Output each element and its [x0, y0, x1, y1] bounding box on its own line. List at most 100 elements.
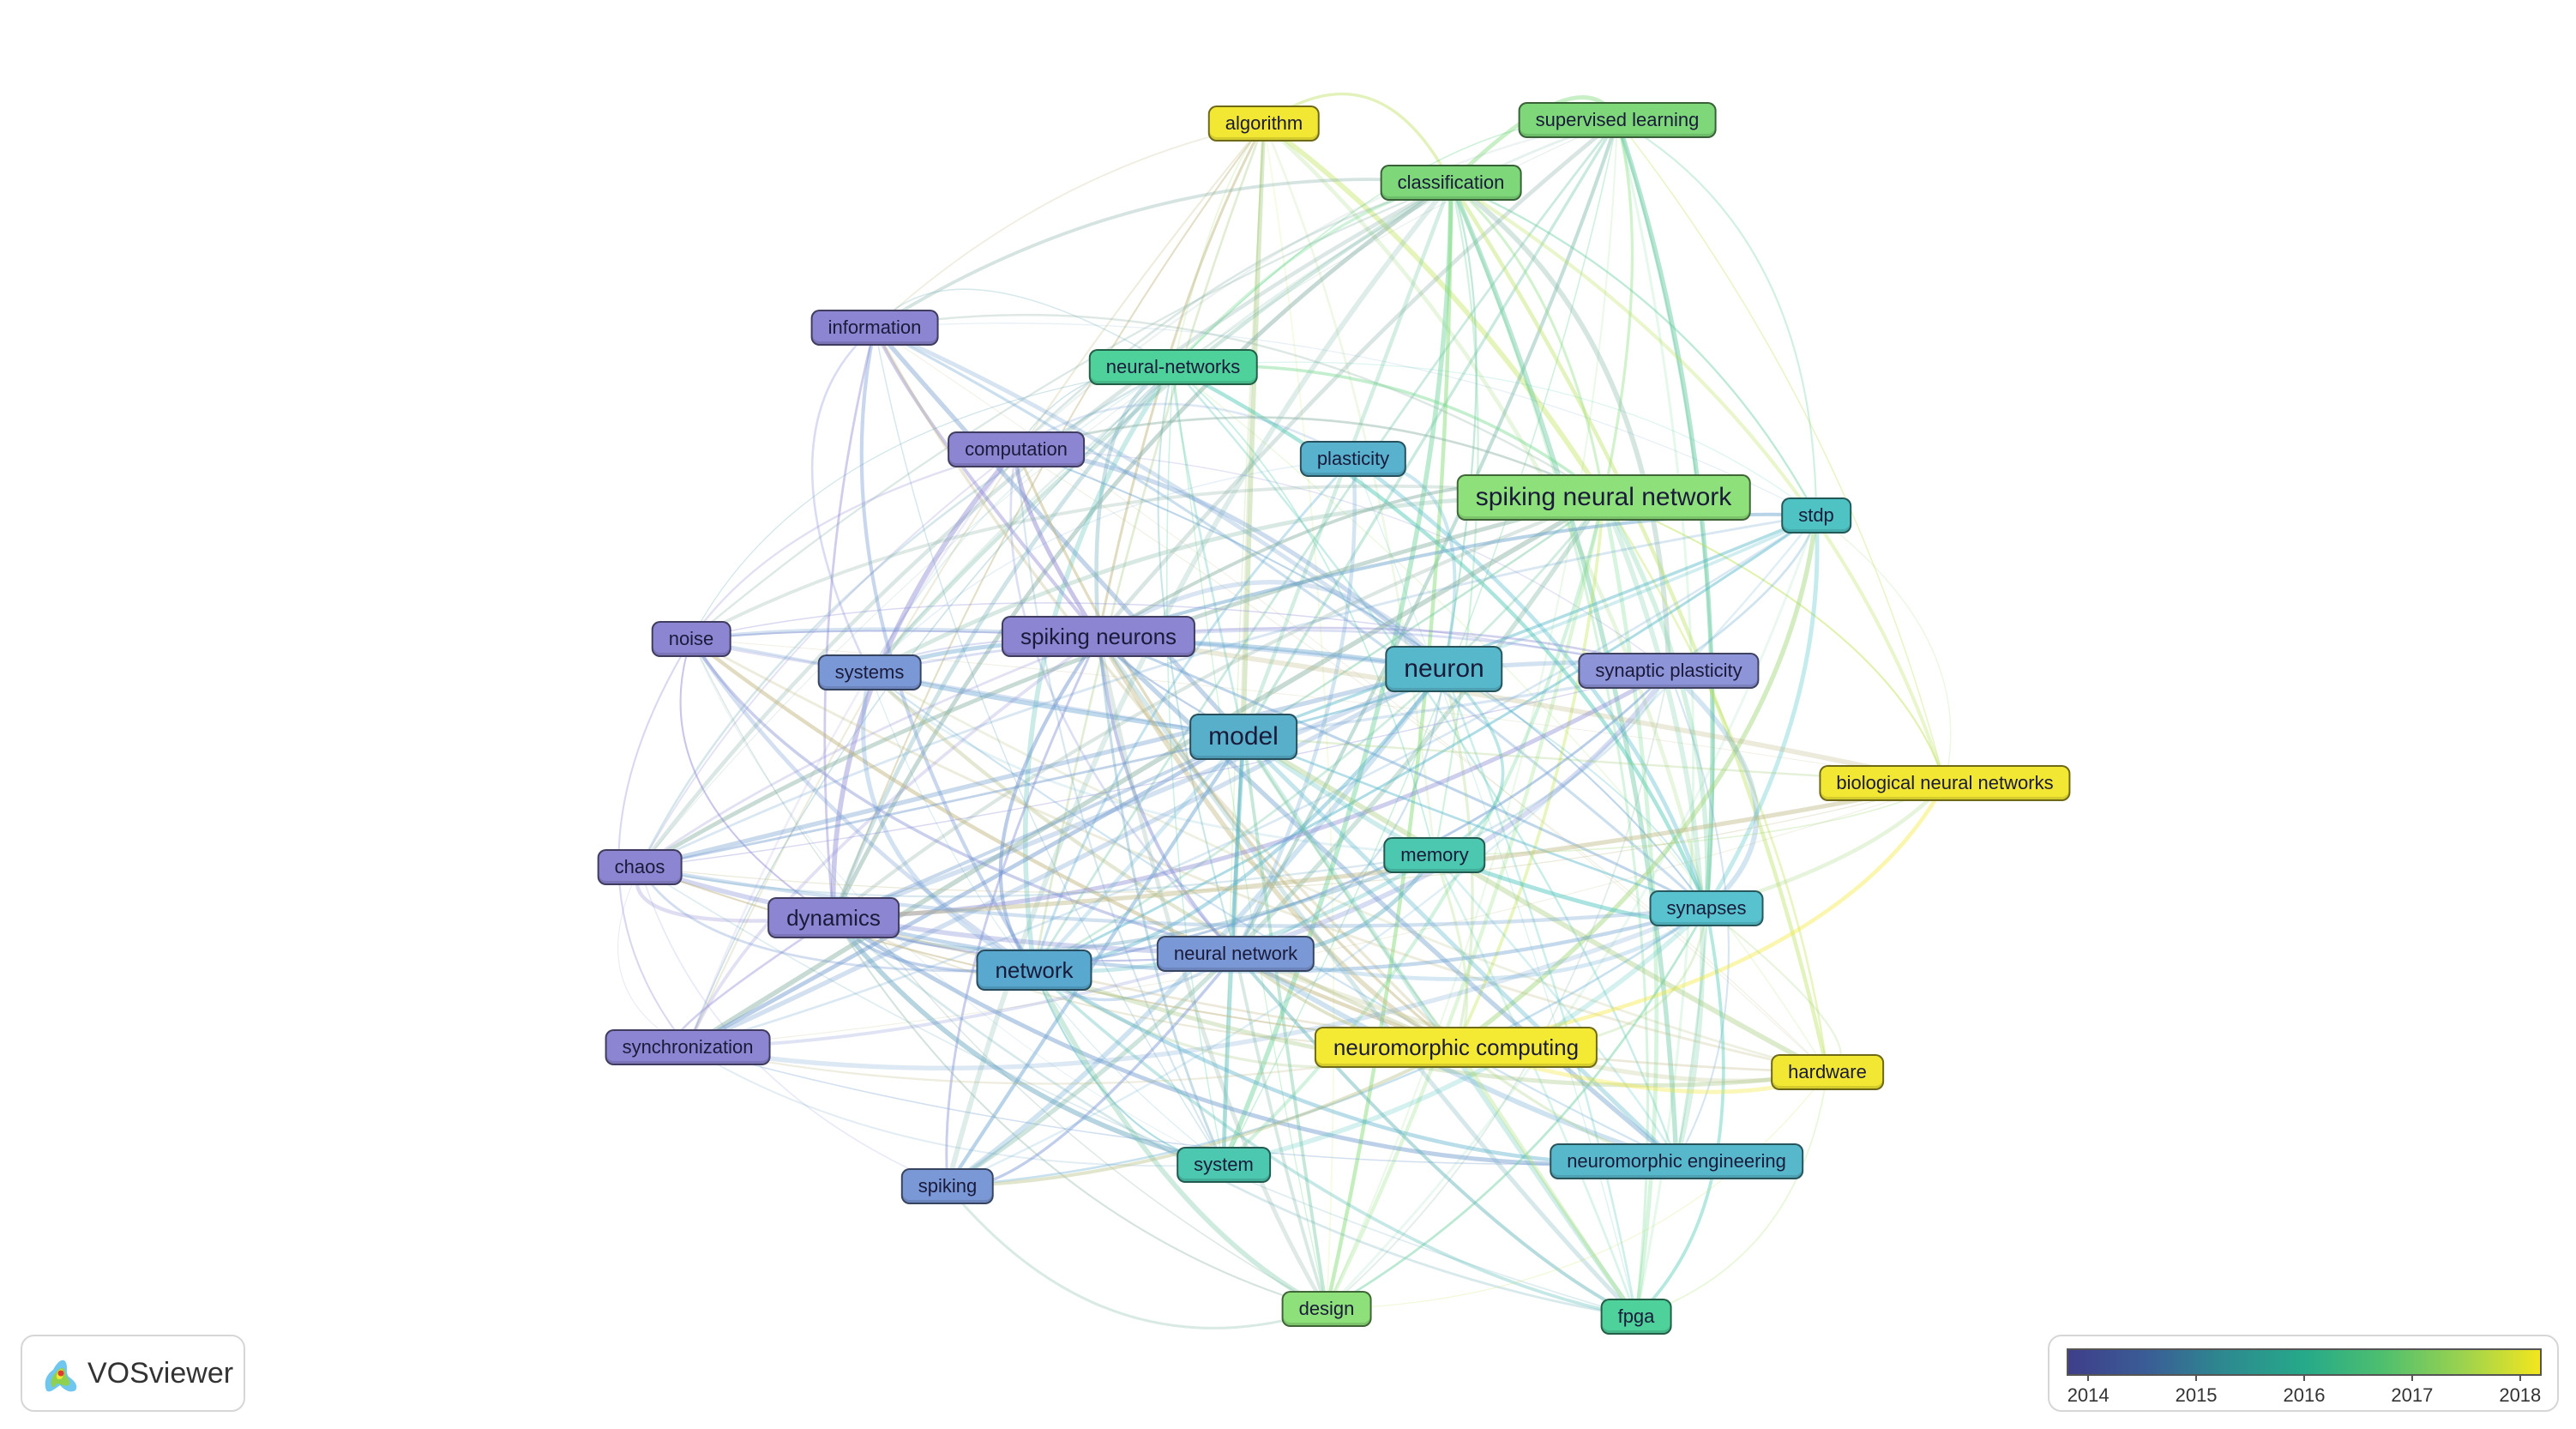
link-computation-noise	[690, 448, 1017, 640]
link-classification-neuron	[1442, 182, 1478, 670]
link-synaptic-plasticity-neural-network	[1235, 669, 1671, 956]
link-computation-neural-network	[1009, 449, 1237, 955]
link-computation-synaptic-plasticity	[1015, 449, 1670, 672]
node-neuromorphic-engineering[interactable]: neuromorphic engineering	[1550, 1143, 1803, 1179]
node-algorithm[interactable]: algorithm	[1207, 106, 1321, 142]
link-spiking-design	[946, 1185, 1327, 1330]
link-algorithm-spiking-neurons	[1097, 123, 1266, 637]
node-synchronization[interactable]: synchronization	[605, 1029, 771, 1065]
node-spiking[interactable]: spiking	[900, 1168, 995, 1204]
link-neural-networks-neuromorphic-engineering	[1172, 366, 1678, 1162]
link-spiking-neurons-neuron	[1097, 580, 1446, 671]
link-information-neuron	[874, 325, 1446, 671]
legend-year-label: 2017	[2391, 1384, 2434, 1406]
link-supervised-learning-network	[1032, 119, 1619, 971]
link-model-hardware	[1242, 734, 1829, 1075]
link-classification-computation	[1015, 181, 1452, 450]
link-neuron-spiking	[946, 667, 1447, 1189]
node-system[interactable]: system	[1177, 1147, 1271, 1183]
link-algorithm-spiking-neural-network	[1262, 121, 1606, 499]
link-model-neuromorphic-engineering	[1242, 735, 1678, 1163]
node-model[interactable]: model	[1189, 714, 1297, 760]
link-computation-neuromorphic-computing	[1014, 449, 1457, 1049]
link-neural-networks-synapses	[1171, 365, 1709, 909]
link-noise-neural-network	[689, 638, 1237, 956]
link-information-network	[859, 327, 1036, 972]
link-computation-hardware	[1015, 449, 1828, 1073]
link-network-hardware	[1033, 968, 1828, 1088]
link-neural-networks-system	[1165, 366, 1225, 1166]
link-information-neuromorphic-computing	[873, 327, 1458, 1049]
node-spiking-neural-network[interactable]: spiking neural network	[1456, 474, 1751, 521]
link-plasticity-network	[1032, 457, 1355, 971]
link-neural-networks-design	[1172, 366, 1327, 1310]
node-fpga[interactable]: fpga	[1600, 1299, 1672, 1335]
link-model-system	[1221, 736, 1246, 1166]
node-noise[interactable]: noise	[651, 621, 731, 657]
link-spiking-neural-network-noise	[690, 484, 1604, 641]
link-supervised-learning-neuromorphic-engineering	[1616, 119, 1715, 1162]
link-spiking-neural-network-design	[1325, 497, 1606, 1310]
node-neural-network[interactable]: neural network	[1156, 936, 1315, 972]
link-chaos-network	[638, 866, 1035, 973]
link-supervised-learning-spiking-neural-network	[1602, 119, 1634, 498]
node-plasticity[interactable]: plasticity	[1299, 441, 1407, 477]
node-synaptic-plasticity[interactable]: synaptic plasticity	[1578, 653, 1760, 689]
node-supervised-learning[interactable]: supervised learning	[1518, 102, 1717, 138]
link-stdp-synchronization	[687, 514, 1817, 1049]
link-noise-synaptic-plasticity	[690, 602, 1670, 672]
link-supervised-learning-spiking-neurons	[1097, 118, 1619, 638]
link-computation-spiking-neural-network	[1015, 416, 1604, 499]
node-biological-neural-networks[interactable]: biological neural networks	[1819, 765, 2071, 801]
node-information[interactable]: information	[810, 310, 939, 346]
legend-tick	[2195, 1376, 2198, 1381]
link-computation-system	[1014, 449, 1225, 1166]
link-supervised-learning-biological-neural-networks	[1616, 119, 1946, 784]
link-neuron-synapses	[1443, 668, 1707, 909]
link-neural-networks-dynamics	[831, 365, 1175, 919]
link-synaptic-plasticity-memory	[1434, 670, 1670, 857]
link-systems-synaptic-plasticity	[869, 629, 1670, 674]
link-noise-system	[690, 638, 1225, 1166]
link-noise-dynamics	[679, 638, 834, 919]
link-systems-system	[869, 672, 1225, 1166]
legend-year-label: 2018	[2499, 1384, 2542, 1406]
node-synapses[interactable]: synapses	[1649, 890, 1764, 926]
node-neuromorphic-computing[interactable]: neuromorphic computing	[1314, 1027, 1598, 1068]
node-computation[interactable]: computation	[948, 431, 1085, 467]
link-algorithm-network	[1032, 123, 1266, 971]
node-neuron[interactable]: neuron	[1385, 646, 1503, 692]
link-synaptic-plasticity-dynamics	[833, 668, 1670, 920]
legend-year-label: 2014	[2067, 1384, 2110, 1406]
node-memory[interactable]: memory	[1383, 837, 1486, 873]
node-network[interactable]: network	[976, 950, 1092, 991]
legend-tick	[2410, 1376, 2413, 1381]
link-chaos-neural-network	[639, 865, 1237, 956]
node-design[interactable]: design	[1281, 1291, 1372, 1327]
link-classification-design	[1324, 182, 1454, 1310]
link-spiking-neurons-synchronization	[686, 635, 1100, 1048]
link-supervised-learning-design	[1325, 119, 1619, 1310]
link-classification-system	[1221, 182, 1454, 1167]
node-systems[interactable]: systems	[817, 654, 922, 690]
link-plasticity-systems	[869, 458, 1354, 673]
link-neuron-dynamics	[833, 666, 1446, 920]
link-chaos-synapses	[639, 865, 1707, 928]
link-neuron-neuromorphic-computing	[1442, 668, 1474, 1048]
vosviewer-logo: VOSviewer	[21, 1335, 245, 1412]
node-stdp[interactable]: stdp	[1781, 497, 1851, 534]
link-classification-synaptic-plasticity	[1449, 180, 1671, 672]
node-chaos[interactable]: chaos	[597, 849, 683, 885]
link-classification-spiking-neural-network	[1449, 181, 1605, 498]
link-spiking-neural-network-chaos	[638, 495, 1604, 870]
node-dynamics[interactable]: dynamics	[767, 897, 900, 938]
node-classification[interactable]: classification	[1380, 165, 1522, 201]
link-information-synapses	[874, 326, 1708, 910]
link-classification-model	[1241, 182, 1454, 738]
node-spiking-neurons[interactable]: spiking neurons	[1001, 616, 1196, 657]
node-neural-networks[interactable]: neural-networks	[1088, 349, 1258, 385]
link-stdp-spiking	[947, 515, 1817, 1188]
node-hardware[interactable]: hardware	[1771, 1054, 1884, 1090]
